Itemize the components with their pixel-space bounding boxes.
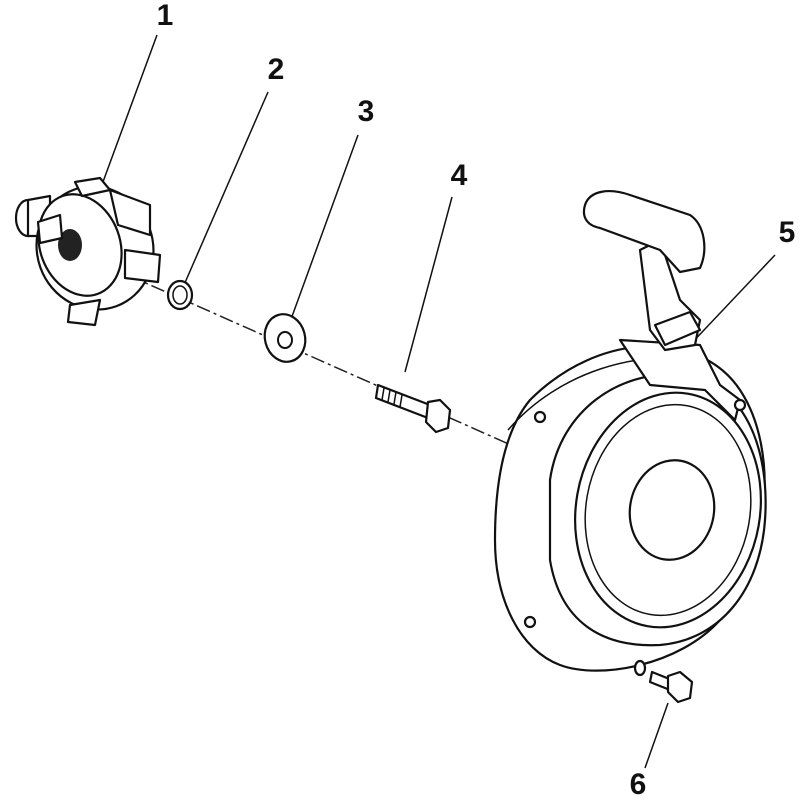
callout-1: 1	[156, 0, 174, 32]
bolt	[374, 383, 452, 434]
callout-2: 2	[267, 53, 285, 86]
recoil-starter-assembly	[493, 190, 767, 672]
leader-lines	[99, 34, 776, 769]
flange-bolt-with-washer	[633, 659, 694, 704]
o-ring	[166, 279, 194, 311]
washer	[263, 313, 307, 363]
starter-pulley	[14, 176, 162, 327]
callout-4: 4	[450, 159, 468, 192]
callout-5: 5	[778, 216, 796, 249]
callout-6: 6	[629, 768, 647, 800]
centerline-main	[59, 244, 681, 521]
callout-3: 3	[357, 95, 375, 128]
